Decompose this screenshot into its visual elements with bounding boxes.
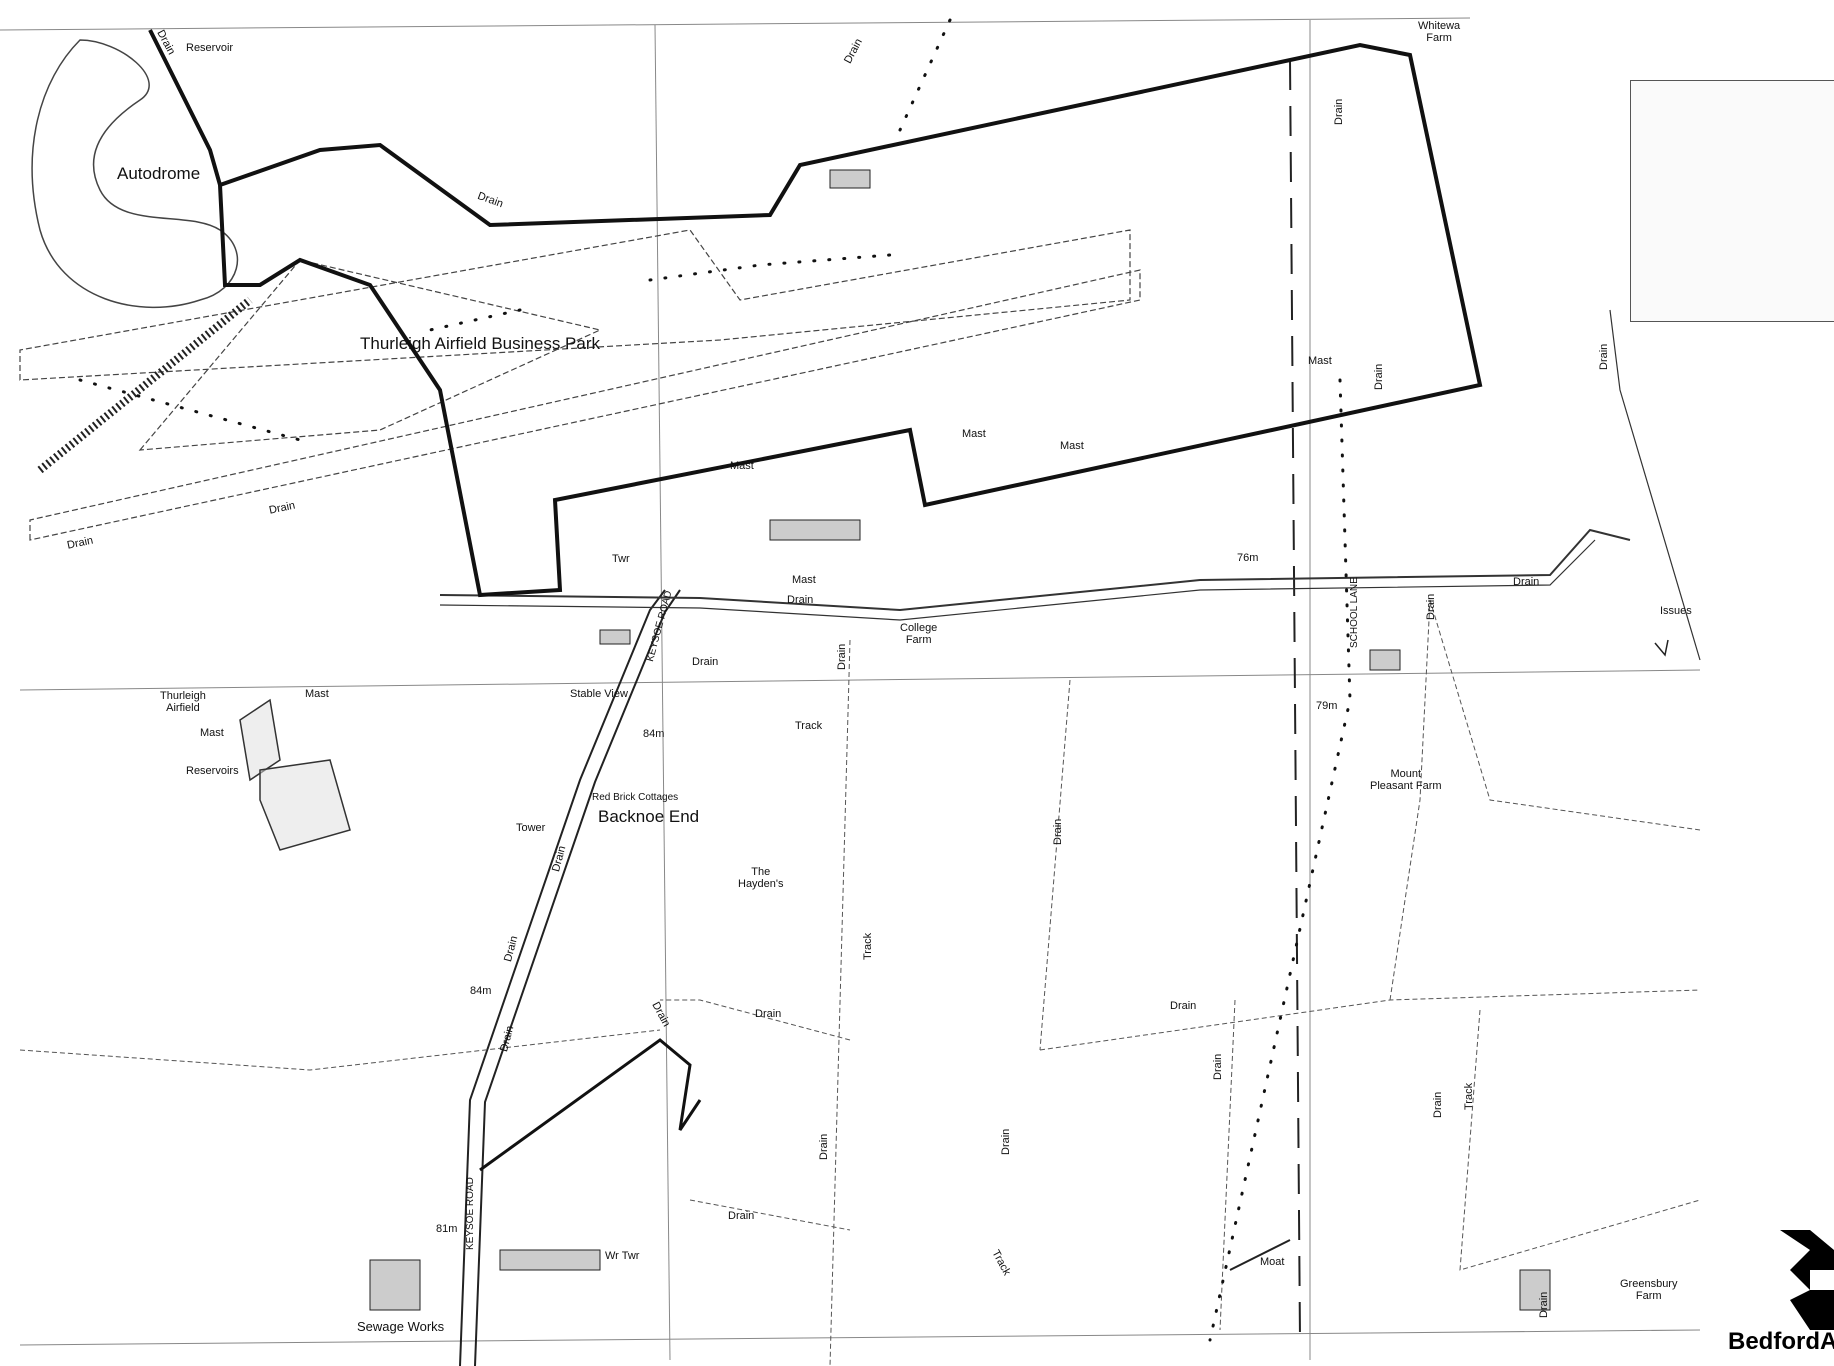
thurleigh-airfield-label: Thurleigh Airfield — [160, 690, 206, 715]
greensbury-farm-label: Greensbury Farm — [1620, 1278, 1678, 1303]
reservoirs-label: Reservoirs — [186, 765, 239, 777]
drain-label: Drain — [818, 1133, 830, 1160]
mast-label: Mast — [730, 460, 754, 472]
mast-label: Mast — [200, 727, 224, 739]
height-marker: 84m — [643, 728, 665, 740]
wr-twr-label: Wr Twr — [605, 1250, 640, 1262]
dotted-lines — [78, 18, 1352, 1342]
drain-label: Drain — [1513, 576, 1540, 588]
grid-lines — [0, 17, 1701, 1361]
backnoe-end-label: Backnoe End — [598, 807, 700, 826]
brand-text: BedfordA — [1728, 1328, 1834, 1355]
drain-label: Drain — [692, 656, 719, 668]
east-road — [439, 528, 1631, 612]
whitewa-farm-label: Whitewa Farm — [1418, 20, 1461, 45]
stable-view-label: Stable View — [570, 688, 628, 700]
track-label: Track — [795, 720, 823, 732]
mast-label: Mast — [1308, 355, 1332, 367]
drain-label: Drain — [1432, 1091, 1444, 1118]
reservoir-label: Reservoir — [186, 42, 234, 54]
drain-label: Drain — [1538, 1291, 1550, 1318]
drain-label: Drain — [787, 594, 814, 606]
issues-label: Issues — [1660, 605, 1692, 617]
height-marker: 79m — [1316, 700, 1338, 712]
mast-label: Mast — [962, 428, 986, 440]
twr-label: Twr — [612, 553, 630, 565]
drain-label: Drain — [1373, 363, 1385, 390]
drain-label: Drain — [755, 1008, 782, 1020]
site-label: Thurleigh Airfield Business Park — [360, 334, 601, 353]
mast-label: Mast — [792, 574, 816, 586]
bedford-logo-icon — [1780, 1230, 1834, 1330]
mast-label: Mast — [1060, 440, 1084, 452]
dashed-boundary — [1289, 59, 1301, 1341]
drain-label: Drain — [1052, 818, 1064, 845]
drain-label: Drain — [1425, 593, 1437, 620]
keysoe-road — [459, 589, 681, 1366]
autodrome-track — [31, 39, 239, 309]
keysoe-road-label: KEYSOE ROAD — [465, 1177, 476, 1250]
red-brick-cottages-label: Red Brick Cottages — [592, 792, 679, 803]
height-marker: 84m — [470, 985, 492, 997]
field-boundaries — [19, 599, 1701, 1366]
drain-label: Drain — [1598, 343, 1610, 370]
embankment — [37, 296, 253, 474]
drain-label: Drain — [1212, 1053, 1224, 1080]
runways — [19, 229, 1141, 541]
reservoirs-shapes — [239, 698, 351, 851]
tower-label: Tower — [516, 822, 546, 834]
moat-shape — [1229, 1239, 1291, 1271]
issues-arrow — [1609, 309, 1701, 661]
moat-label: Moat — [1260, 1256, 1285, 1268]
inset-map — [1630, 80, 1834, 322]
drain-label: Drain — [1170, 1000, 1197, 1012]
mast-label: Mast — [305, 688, 329, 700]
height-marker: 81m — [436, 1223, 458, 1235]
college-farm-label: College Farm — [900, 622, 938, 647]
school-lane-label: SCHOOL LANE — [1349, 577, 1360, 648]
site-boundary — [148, 29, 1483, 598]
drain-label: Drain — [1333, 98, 1345, 125]
mount-pleasant-farm-label: Mount Pleasant Farm — [1370, 768, 1442, 793]
track-label: Track — [1463, 1082, 1475, 1110]
drain-label: Drain — [728, 1210, 755, 1222]
autodrome-label: Autodrome — [117, 164, 201, 183]
drain-label: Drain — [836, 643, 848, 670]
sewage-works-label: Sewage Works — [357, 1319, 445, 1334]
height-marker: 76m — [1237, 552, 1259, 564]
buildings — [369, 169, 1551, 1311]
the-haydens-label: The Hayden's — [738, 866, 784, 891]
track-label: Track — [862, 932, 874, 960]
drain-label: Drain — [1000, 1128, 1012, 1155]
